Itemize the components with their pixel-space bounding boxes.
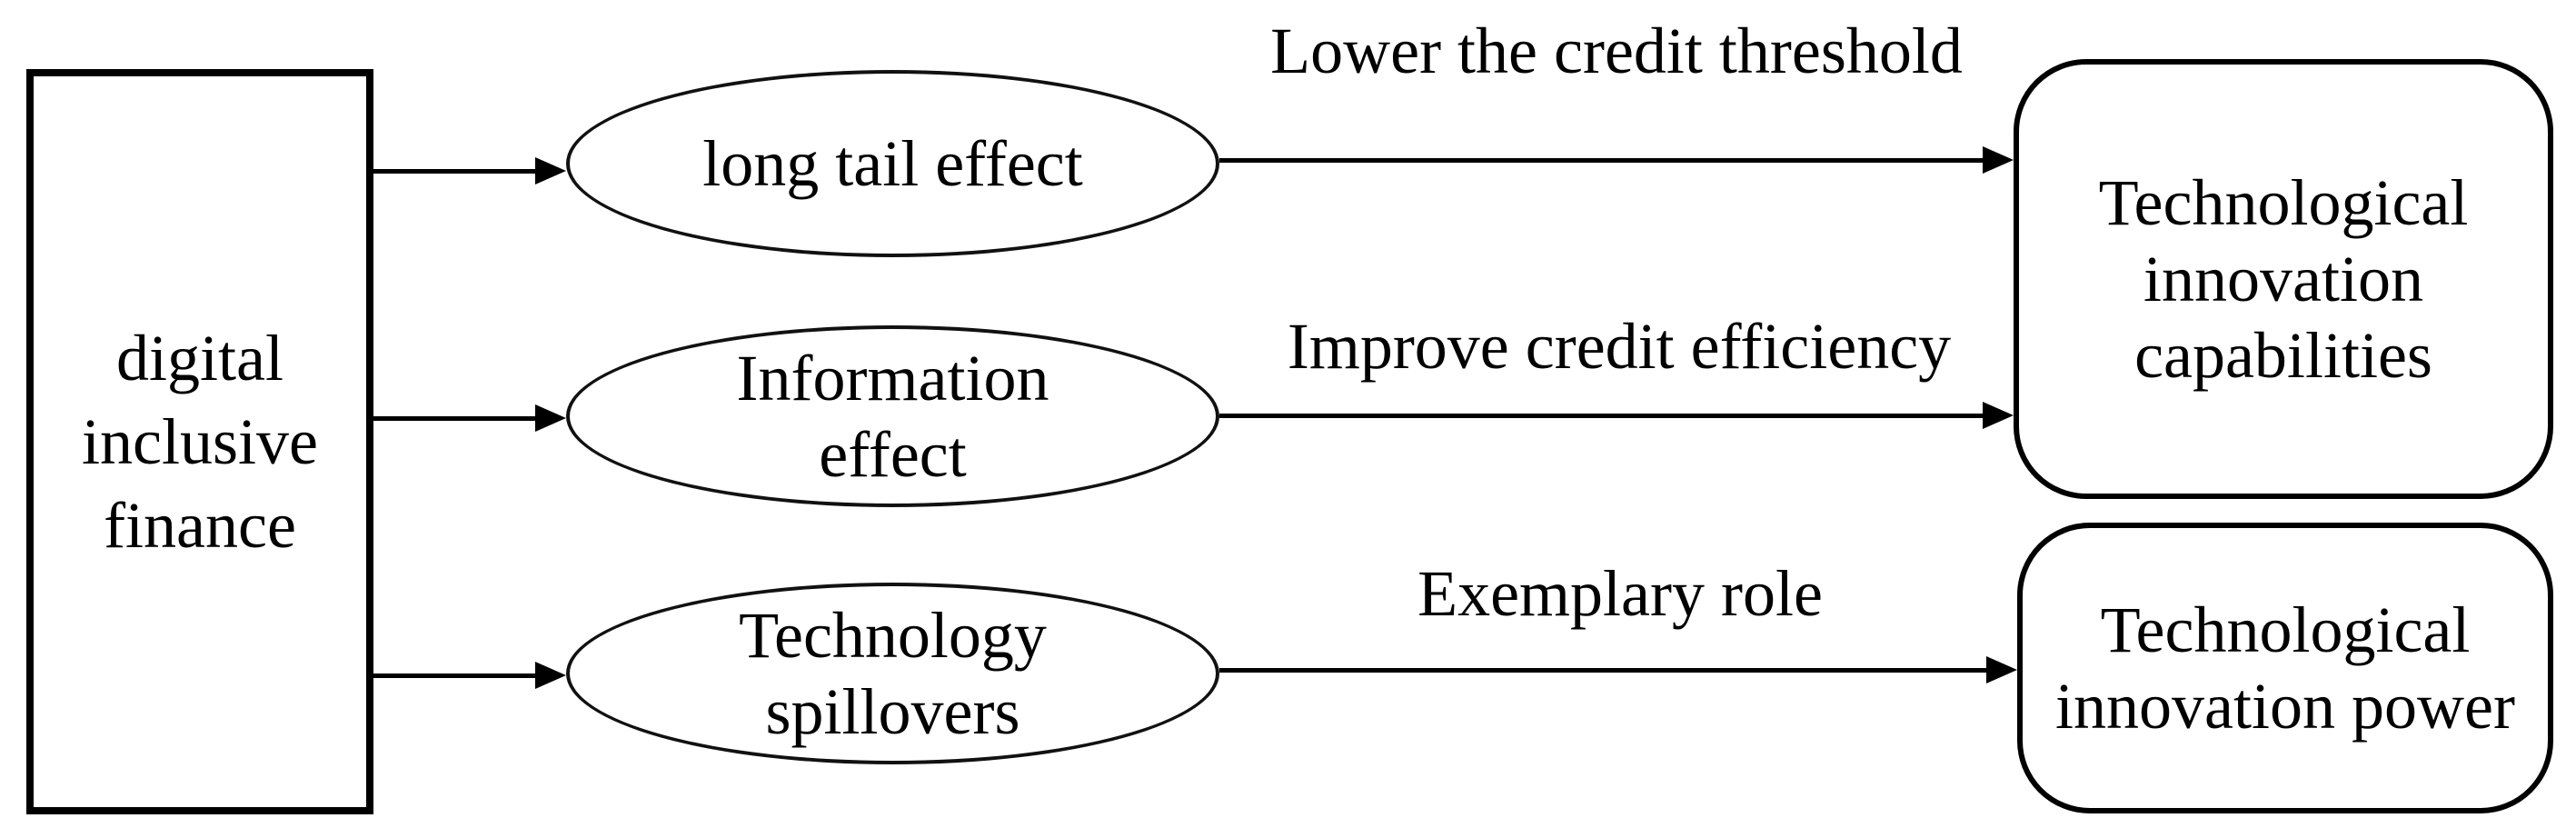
node-label-line: capabilities [2134,319,2432,392]
node-label-line: finance [104,489,296,562]
node-label-line: effect [819,418,967,491]
node-technological-innovation-power: Technological innovation power [2017,523,2553,813]
arrow-shaft [373,673,535,678]
edge-label-lower-credit-threshold: Lower the credit threshold [1270,15,1963,87]
arrowhead-icon [535,404,566,432]
arrowhead-icon [1983,402,2014,429]
arrow-shaft [373,415,535,421]
node-information-effect: Information effect [566,325,1219,507]
node-label-line: innovation [2143,243,2423,315]
node-technology-spillovers: Technology spillovers [566,583,1219,764]
node-label-line: spillovers [765,675,1020,748]
arrowhead-icon [535,157,566,185]
edge-label-exemplary-role: Exemplary role [1417,557,1823,630]
node-label-line: Technological [2098,166,2469,239]
node-label-line: Information [736,342,1049,414]
arrowhead-icon [535,662,566,689]
node-label-line: digital [116,322,283,394]
arrowhead-icon [1983,146,2014,174]
arrowhead-icon [1986,656,2017,683]
node-label-line: innovation power [2055,670,2515,743]
node-label-line: Technological [2100,594,2471,666]
arrow-shaft [373,168,535,174]
node-label-line: Technology [739,599,1047,672]
arrow-source-to-information [373,403,566,434]
arrow-source-to-long-tail [373,155,566,186]
arrow-spillovers-to-power [1219,654,2017,685]
arrow-shaft [1219,413,1983,418]
node-technological-innovation-capabilities: Technological innovation capabilities [2014,59,2553,499]
arrow-source-to-spillovers [373,660,566,691]
arrow-information-to-capabilities [1219,400,2014,431]
edge-label-improve-credit-efficiency: Improve credit efficiency [1287,310,1952,383]
node-long-tail-effect: long tail effect [566,70,1219,257]
node-label-line: inclusive [82,405,318,478]
node-digital-inclusive-finance: digital inclusive finance [26,69,373,814]
arrow-shaft [1219,667,1986,673]
arrow-long-tail-to-capabilities [1219,145,2014,175]
node-label-line: long tail effect [702,127,1083,200]
arrow-shaft [1219,157,1983,163]
